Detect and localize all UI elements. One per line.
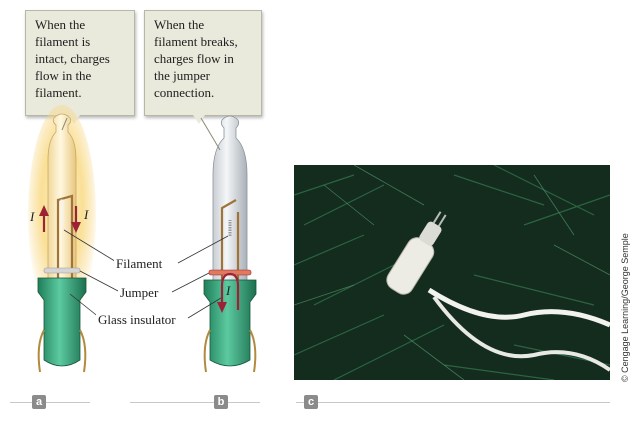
- arrow-head: [71, 222, 81, 233]
- callout-line: When the: [35, 17, 86, 32]
- label-filament: Filament: [114, 256, 165, 271]
- callout-line: the jumper: [154, 68, 210, 83]
- arrow-head: [217, 302, 227, 313]
- divider-b: [130, 402, 260, 403]
- lead-wires: [56, 194, 74, 285]
- panel-label-c: c: [304, 395, 318, 409]
- callout-pointer: [200, 117, 221, 151]
- label-glass-insulator: Glass insulator: [96, 312, 178, 327]
- callout-line: connection.: [154, 85, 215, 100]
- arrow-head: [39, 205, 49, 216]
- photo-scene: [294, 165, 610, 380]
- leader-filament-b: [177, 235, 229, 264]
- callout-tail: [193, 115, 205, 124]
- divider-c: [296, 402, 610, 403]
- photo-christmas-lights: [294, 165, 610, 380]
- callout-line: intact, charges: [35, 51, 110, 66]
- bulb-a: [28, 105, 96, 373]
- current-label-b: I: [226, 283, 231, 298]
- photo-credit: © Cengage Learning/George Semple: [620, 233, 630, 382]
- panel-label-a: a: [32, 395, 46, 409]
- plastic-base: [203, 279, 257, 367]
- current-loop: [220, 272, 240, 310]
- callout-pointer: [61, 117, 68, 131]
- callout-broken-filament: When the filament breaks, charges flow i…: [144, 10, 262, 124]
- callout-intact-filament: When the filament is intact, charges flo…: [25, 10, 135, 124]
- leader-glass-a: [69, 293, 101, 319]
- jumper-ring: [43, 267, 81, 274]
- plastic-base: [37, 277, 87, 367]
- bulb-b: [200, 115, 257, 373]
- divider-a: [10, 402, 90, 403]
- current-label-a-right: I: [84, 207, 89, 222]
- leader-filament-a: [63, 229, 119, 264]
- callout-line: charges flow in: [154, 51, 234, 66]
- callout-line: When the: [154, 17, 205, 32]
- panel-label-b: b: [214, 395, 228, 409]
- contact-leads: [203, 329, 257, 373]
- glass-envelope: [212, 115, 248, 286]
- leader-jumper-b: [171, 272, 210, 293]
- leader-glass-b: [187, 297, 222, 319]
- current-label-a-left: I: [30, 209, 35, 224]
- callout-line: filament is: [35, 34, 91, 49]
- contact-leads: [37, 329, 87, 373]
- callout-line: filament.: [35, 85, 82, 100]
- leader-jumper-a: [79, 270, 121, 293]
- label-jumper: Jumper: [118, 285, 161, 300]
- callout-line: flow in the: [35, 68, 92, 83]
- callout-line: filament breaks,: [154, 34, 238, 49]
